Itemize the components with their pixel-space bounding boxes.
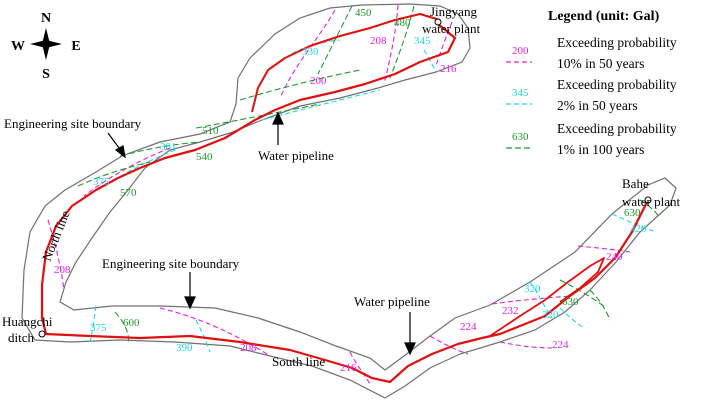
contour-value: 240 — [606, 251, 623, 263]
contour-value: 208 — [240, 342, 257, 354]
huangchi-label-1: Huangchi — [2, 314, 53, 329]
contour-value: 200 — [310, 75, 327, 87]
contour-value: 381 — [160, 141, 177, 153]
legend-line1-2pct: Exceeding probability — [557, 77, 677, 92]
legend-line1-10pct: Exceeding probability — [557, 35, 677, 50]
site-boundary-outline — [21, 3, 677, 399]
contour-value: 540 — [196, 151, 213, 163]
legend-line1-1pct: Exceeding probability — [557, 121, 677, 136]
contour-value: 224 — [460, 321, 477, 333]
legend: Legend (unit: Gal) 200 Exceeding probabi… — [506, 9, 677, 157]
contour-value: 224 — [552, 339, 569, 351]
compass-e: E — [71, 39, 80, 54]
legend-value-10pct: 200 — [512, 45, 529, 57]
bahe-plant-marker — [644, 196, 652, 204]
water-pipeline-branch — [251, 13, 441, 113]
pipeline-label-north: Water pipeline — [258, 148, 334, 163]
bahe-label-1: Bahe — [622, 176, 649, 191]
water-pipeline — [40, 23, 649, 384]
contour-value: 600 — [123, 317, 140, 329]
contour-value: 345 — [414, 35, 431, 47]
legend-line2-10pct: 10% in 50 years — [557, 56, 644, 71]
boundary-label-south: Engineering site boundary — [102, 256, 240, 271]
contour-value: 232 — [502, 305, 519, 317]
contour-value: 630 — [624, 207, 641, 219]
compass-w: W — [11, 39, 25, 54]
contour-value: 630 — [562, 296, 579, 308]
legend-title: Legend (unit: Gal) — [548, 9, 660, 24]
compass-n: N — [41, 11, 51, 26]
contour-value: 510 — [202, 125, 219, 137]
contour-value: 375 — [90, 322, 107, 334]
water-pipeline-branch-2 — [489, 257, 605, 337]
contour-value: 216 — [440, 63, 457, 75]
legend-line2-2pct: 2% in 50 years — [557, 98, 638, 113]
contours-10pct — [47, 4, 631, 385]
contour-value: 480 — [394, 17, 411, 29]
huangchi-ditch-marker — [38, 330, 46, 338]
north-line-label: North line — [39, 208, 73, 263]
bahe-label-2: water plant — [622, 194, 681, 209]
contour-value: 375 — [93, 176, 110, 188]
compass-s: S — [42, 67, 50, 82]
contour-value: 330 — [302, 46, 319, 58]
jingyang-label-2: water plant — [422, 21, 481, 36]
south-line-label: South line — [272, 354, 325, 369]
contour-value: 570 — [120, 187, 137, 199]
contour-value: 420 — [630, 223, 647, 235]
huangchi-label-2: ditch — [8, 330, 34, 345]
contour-value: 208 — [54, 264, 71, 276]
legend-line2-1pct: 1% in 100 years — [557, 142, 644, 157]
contours-1pct — [77, 5, 661, 345]
legend-value-2pct: 345 — [512, 87, 529, 99]
compass-rose: N S W E — [11, 11, 81, 82]
contour-values: 450 480 345 330 208 216 200 510 381 540 … — [54, 7, 647, 374]
boundary-label-north: Engineering site boundary — [4, 116, 142, 131]
legend-value-1pct: 630 — [512, 131, 529, 143]
contour-value: 320 — [524, 283, 541, 295]
jingyang-label-1: Jingyang — [430, 4, 477, 19]
contour-value: 390 — [176, 342, 193, 354]
jingyang-plant-marker — [434, 18, 442, 26]
pipeline-label-south: Water pipeline — [354, 294, 430, 309]
annotation-arrows — [107, 111, 416, 356]
contour-value: 320 — [542, 309, 559, 321]
contour-value: 216 — [340, 362, 357, 374]
contour-value: 450 — [355, 7, 372, 19]
contour-value: 208 — [370, 35, 387, 47]
